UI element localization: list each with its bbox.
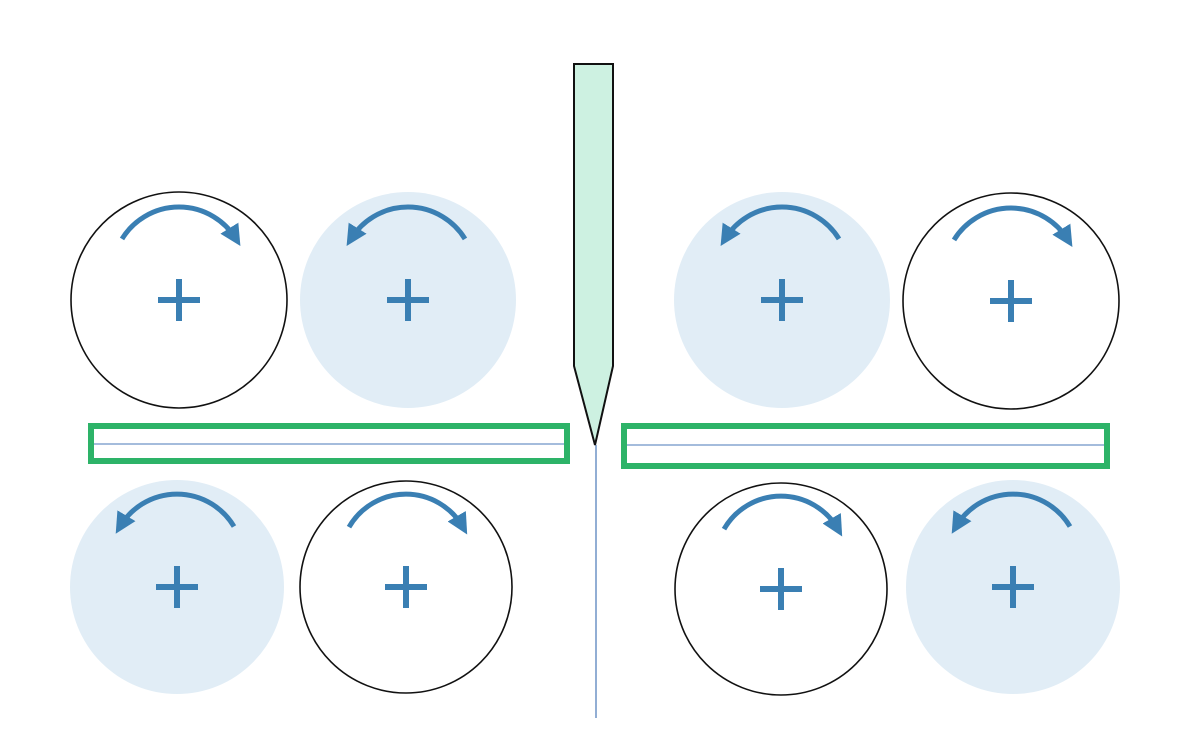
plus-icon — [761, 279, 803, 321]
slitting-blade — [573, 63, 614, 446]
plus-vertical-bar — [1010, 566, 1016, 608]
roller-upper-right-outer — [902, 192, 1120, 410]
roller-lower-left-inner — [299, 480, 513, 694]
plus-vertical-bar — [405, 279, 411, 321]
roller-lower-left-outer — [70, 480, 284, 694]
plus-vertical-bar — [176, 279, 182, 321]
strip-left — [88, 423, 570, 464]
curved-arrow-icon — [951, 205, 1073, 248]
plus-icon — [990, 280, 1032, 322]
roller-upper-left-outer — [70, 191, 288, 409]
curved-arrow-icon — [346, 491, 468, 535]
plus-icon — [156, 566, 198, 608]
curved-arrow-icon — [346, 204, 468, 247]
plus-icon — [158, 279, 200, 321]
plus-icon — [760, 568, 802, 610]
strip-right-outline — [621, 423, 1110, 469]
strip-right — [621, 423, 1110, 469]
plus-vertical-bar — [779, 279, 785, 321]
roller-upper-right-inner — [674, 192, 890, 408]
strip-left-outline — [88, 423, 570, 464]
plus-vertical-bar — [778, 568, 784, 610]
plus-vertical-bar — [403, 566, 409, 608]
roller-lower-right-inner — [674, 482, 888, 696]
plus-vertical-bar — [1008, 280, 1014, 322]
plus-vertical-bar — [174, 566, 180, 608]
roller-upper-left-inner — [300, 192, 516, 408]
plus-icon — [992, 566, 1034, 608]
curved-arrow-icon — [119, 204, 241, 247]
curved-arrow-icon — [721, 493, 843, 537]
curved-arrow-icon — [720, 204, 842, 247]
roller-lower-right-outer — [906, 480, 1120, 694]
plus-icon — [385, 566, 427, 608]
curved-arrow-icon — [951, 491, 1073, 534]
plus-icon — [387, 279, 429, 321]
curved-arrow-icon — [115, 491, 237, 534]
